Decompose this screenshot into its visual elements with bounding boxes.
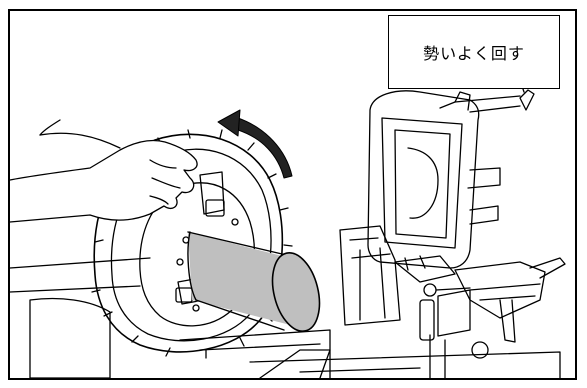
caption-box: 勢いよく回す xyxy=(388,15,560,89)
machine-base xyxy=(9,257,561,379)
hand xyxy=(9,119,198,223)
carriage xyxy=(339,225,566,343)
caption-text: 勢いよく回す xyxy=(423,44,525,63)
illustration-frame xyxy=(8,9,577,380)
rotation-arrow-icon xyxy=(217,109,293,179)
pipe xyxy=(187,231,321,332)
